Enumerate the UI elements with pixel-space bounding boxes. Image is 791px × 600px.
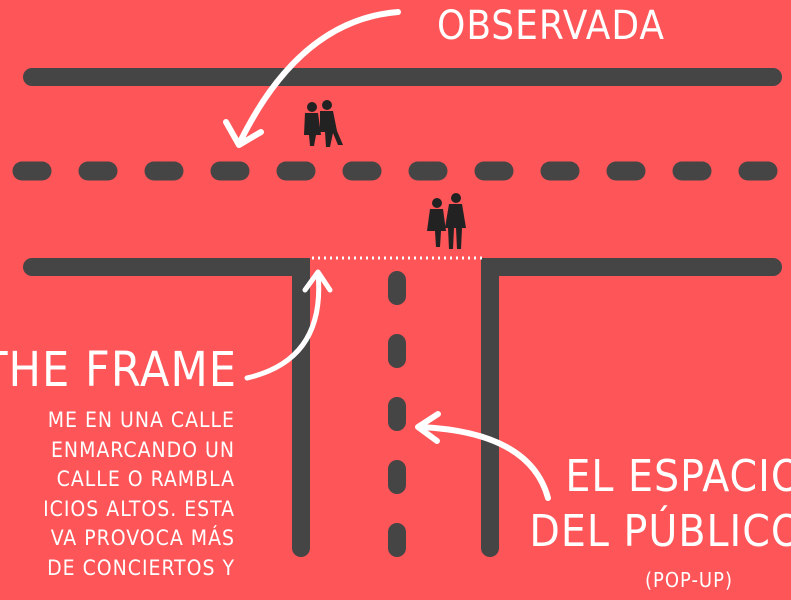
the-frame-title: THE FRAME: [0, 342, 237, 398]
curved-arrow-icon: [223, 9, 401, 148]
lower-road-right-line: [481, 258, 782, 557]
people-silhouette-icon: [304, 100, 343, 147]
description-line: ME EN UNA CALLE: [47, 408, 235, 432]
observada-label: OBSERVADA: [437, 3, 665, 49]
description-line: ENMARCANDO UN: [51, 437, 235, 462]
description-line: CALLE O RAMBLA: [56, 467, 235, 491]
espacio-title-line2: DEL PÚBLICO: [529, 506, 791, 557]
curved-arrow-icon: [415, 411, 551, 501]
espacio-title-line1: EL ESPACIO: [565, 451, 791, 502]
lower-road-left-line: [23, 258, 310, 557]
popup-subtitle: (POP-UP): [645, 568, 733, 592]
the-frame-description: ME EN UNA CALLE ENMARCANDO UN CALLE O RA…: [43, 406, 235, 583]
people-silhouette-icon: [427, 193, 466, 249]
curved-arrow-icon: [244, 269, 333, 381]
description-line: ICIOS ALTOS. ESTA: [43, 496, 235, 521]
description-line: DE CONCIERTOS Y: [47, 555, 235, 580]
description-line: VA PROVOCA MÁS: [50, 526, 235, 550]
